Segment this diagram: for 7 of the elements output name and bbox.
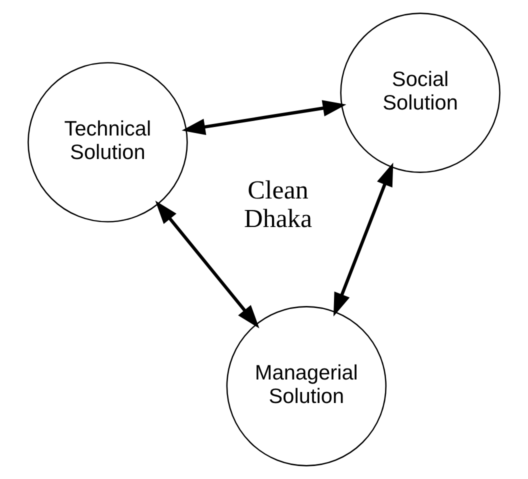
arrow	[155, 200, 260, 328]
node-circle: Social Solution	[340, 12, 500, 173]
arrow	[182, 100, 346, 135]
node-circle: Technical Solution	[28, 62, 188, 222]
label: Clean Dhaka	[244, 175, 312, 234]
arrow	[334, 162, 394, 316]
node-circle: Managerial Solution	[226, 306, 387, 466]
